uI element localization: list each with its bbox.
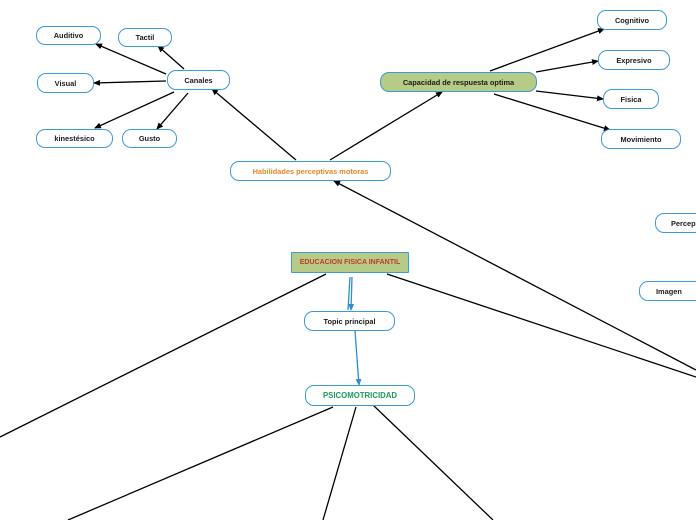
connector-habilidades-canales — [211, 88, 297, 161]
connector-canales-auditivo — [95, 43, 167, 75]
connector-capacidad-movimiento — [493, 93, 611, 132]
connector-canales-kinestesico — [94, 91, 175, 129]
connector-topic-psicomotricidad — [354, 330, 362, 386]
connector-canales-tactil — [157, 45, 185, 70]
connector-canales-visual — [93, 79, 167, 86]
central-topic[interactable]: EDUCACION FISICA INFANTIL — [291, 252, 409, 273]
connector-central-right — [386, 273, 696, 378]
connector-habilidades-capacidad — [329, 91, 443, 161]
connector-capacidad-expresivo — [535, 59, 599, 73]
node-percep[interactable]: Percep — [655, 213, 696, 233]
node-tactil[interactable]: Tactil — [118, 28, 172, 47]
connector-central-topic — [347, 276, 351, 311]
node-kinestesico[interactable]: kinestésico — [36, 129, 113, 148]
connector-psico-left — [67, 406, 334, 520]
node-auditivo[interactable]: Auditivo — [36, 26, 101, 45]
connector-offscreen-habilidades — [333, 180, 696, 371]
connector-psico-middle — [322, 406, 357, 520]
connector-capacidad-cognitivo — [489, 28, 605, 72]
node-habilidades[interactable]: Habilidades perceptivas motoras — [230, 161, 391, 181]
connector-psico-right — [372, 404, 494, 520]
node-expresivo[interactable]: Expresivo — [598, 50, 670, 70]
node-visual[interactable]: Visual — [37, 73, 94, 93]
node-capacidad[interactable]: Capacidad de respuesta optima — [380, 72, 537, 92]
connector-central-left — [0, 273, 327, 438]
connector-capacidad-fisica — [535, 90, 604, 102]
node-canales[interactable]: Canales — [167, 70, 230, 90]
node-imagen[interactable]: Imagen — [639, 281, 696, 301]
node-movimiento[interactable]: Movimiento — [601, 129, 681, 149]
node-fisica[interactable]: Fisica — [603, 89, 659, 109]
node-psicomotricidad[interactable]: PSICOMOTRICIDAD — [305, 385, 415, 406]
node-topic-principal[interactable]: Topic principal — [304, 311, 395, 331]
node-gusto[interactable]: Gusto — [122, 129, 177, 148]
connector-canales-gusto — [156, 92, 189, 130]
node-cognitivo[interactable]: Cognitivo — [597, 10, 667, 30]
